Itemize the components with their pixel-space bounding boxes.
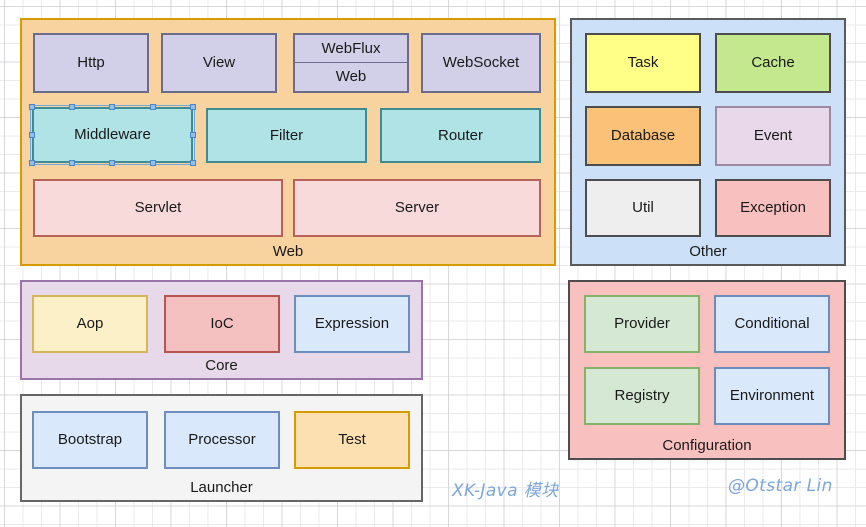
node-aop[interactable]: Aop bbox=[32, 295, 148, 353]
selection-handle-w[interactable] bbox=[29, 132, 35, 138]
node-exception[interactable]: Exception bbox=[715, 179, 831, 237]
node-util[interactable]: Util bbox=[585, 179, 701, 237]
selection-handle-ne[interactable] bbox=[190, 104, 196, 110]
node-webflux-web[interactable]: WebFlux Web bbox=[293, 33, 409, 93]
selection-handle-nw[interactable] bbox=[29, 104, 35, 110]
node-environment[interactable]: Environment bbox=[714, 367, 830, 425]
node-webflux-label: WebFlux bbox=[295, 35, 407, 63]
node-servlet[interactable]: Servlet bbox=[33, 179, 283, 237]
caption-title: XK-Java 模块 bbox=[452, 481, 559, 501]
node-router[interactable]: Router bbox=[380, 108, 541, 163]
node-registry[interactable]: Registry bbox=[584, 367, 700, 425]
group-core-label: Core bbox=[205, 357, 238, 374]
caption-author: @Otstar Lin bbox=[728, 476, 833, 496]
selection-handle-s-mid-right[interactable] bbox=[150, 160, 156, 166]
group-launcher-label: Launcher bbox=[190, 479, 253, 496]
node-websocket[interactable]: WebSocket bbox=[421, 33, 541, 93]
node-test[interactable]: Test bbox=[294, 411, 410, 469]
group-web-label: Web bbox=[272, 243, 304, 260]
node-filter[interactable]: Filter bbox=[206, 108, 367, 163]
node-view[interactable]: View bbox=[161, 33, 277, 93]
node-server[interactable]: Server bbox=[293, 179, 541, 237]
selection-handle-n[interactable] bbox=[109, 104, 115, 110]
selection-handle-e[interactable] bbox=[190, 132, 196, 138]
node-event[interactable]: Event bbox=[715, 106, 831, 166]
selection-handle-n-mid-left[interactable] bbox=[69, 104, 75, 110]
node-expression[interactable]: Expression bbox=[294, 295, 410, 353]
node-ioc[interactable]: IoC bbox=[164, 295, 280, 353]
selection-handle-n-mid-right[interactable] bbox=[150, 104, 156, 110]
node-conditional[interactable]: Conditional bbox=[714, 295, 830, 353]
group-other-label: Other bbox=[689, 243, 727, 260]
node-provider[interactable]: Provider bbox=[584, 295, 700, 353]
group-configuration-label: Configuration bbox=[662, 437, 752, 454]
node-middleware[interactable]: Middleware bbox=[30, 105, 195, 165]
node-task[interactable]: Task bbox=[585, 33, 701, 93]
node-web-label: Web bbox=[335, 68, 367, 86]
node-bootstrap[interactable]: Bootstrap bbox=[32, 411, 148, 469]
selection-handle-s[interactable] bbox=[109, 160, 115, 166]
node-http[interactable]: Http bbox=[33, 33, 149, 93]
selection-handle-sw[interactable] bbox=[29, 160, 35, 166]
node-processor[interactable]: Processor bbox=[164, 411, 280, 469]
selection-handle-se[interactable] bbox=[190, 160, 196, 166]
node-cache[interactable]: Cache bbox=[715, 33, 831, 93]
selection-handle-s-mid-left[interactable] bbox=[69, 160, 75, 166]
node-database[interactable]: Database bbox=[585, 106, 701, 166]
